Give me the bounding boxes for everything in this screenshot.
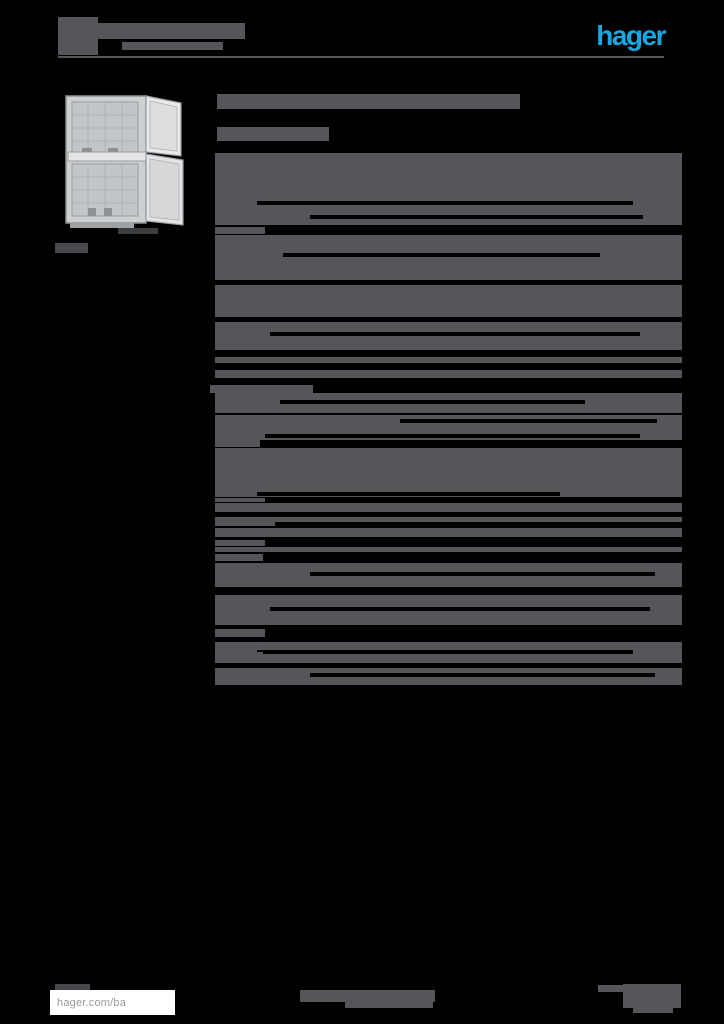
row-separator-gap (400, 419, 657, 423)
redacted-text-bar (598, 985, 626, 992)
redacted-text-bar (215, 563, 682, 587)
hager-logo: hager (596, 20, 666, 51)
redacted-text-bar (215, 370, 682, 378)
redacted-text-bar (215, 235, 682, 280)
redacted-text-bar (215, 547, 682, 552)
redacted-text-bar (58, 17, 98, 55)
redacted-text-bar (217, 127, 329, 141)
row-separator-gap (280, 400, 585, 404)
product-image-enclosure (58, 92, 188, 237)
redacted-text-bar (215, 498, 265, 502)
row-separator-gap (283, 253, 600, 257)
redacted-text-bar (217, 94, 520, 109)
header-divider (58, 56, 664, 58)
redacted-text-bar (215, 595, 682, 625)
redacted-text-bar (122, 42, 223, 50)
redacted-text-bar (98, 23, 245, 39)
redacted-text-bar (55, 984, 90, 990)
row-separator-gap (310, 673, 655, 677)
redacted-text-bar (215, 153, 682, 225)
redacted-text-bar (215, 227, 265, 234)
row-separator-gap (310, 572, 655, 576)
redacted-text-bar (633, 1008, 673, 1013)
redacted-text-bar (215, 521, 275, 526)
redacted-text-bar (215, 357, 682, 363)
redacted-text-bar (215, 554, 263, 561)
redacted-text-bar (623, 984, 681, 1008)
row-separator-gap (257, 650, 633, 654)
row-separator-gap (257, 492, 560, 496)
enclosure-drawing (65, 95, 184, 234)
redacted-text-bar (215, 528, 682, 537)
redacted-text-bar (215, 393, 682, 413)
redacted-text-bar (215, 440, 260, 447)
redacted-text-bar (215, 642, 682, 663)
redacted-text-bar (345, 1002, 433, 1008)
redacted-text-bar (215, 540, 265, 546)
footer-url-link[interactable]: hager.com/ba (57, 996, 127, 1009)
redacted-text-bar (210, 385, 313, 393)
row-separator-gap (310, 215, 643, 219)
row-separator-gap (257, 201, 633, 205)
row-separator-gap (270, 607, 650, 611)
redacted-text-bar (215, 322, 682, 350)
redacted-text-bar (215, 503, 682, 512)
redacted-text-bar (215, 668, 682, 685)
row-separator-gap (270, 332, 640, 336)
redacted-text-bar (215, 448, 682, 497)
row-separator-gap (265, 434, 640, 438)
footer-url-box: hager.com/ba (50, 990, 175, 1015)
redacted-text-bar (215, 285, 682, 317)
redacted-text-bar (55, 243, 88, 253)
redacted-text-bar (215, 652, 263, 660)
redacted-text-bar (215, 517, 682, 522)
redacted-text-bar (215, 415, 682, 440)
redacted-text-bar (300, 990, 435, 1002)
redacted-text-bar (215, 629, 265, 637)
